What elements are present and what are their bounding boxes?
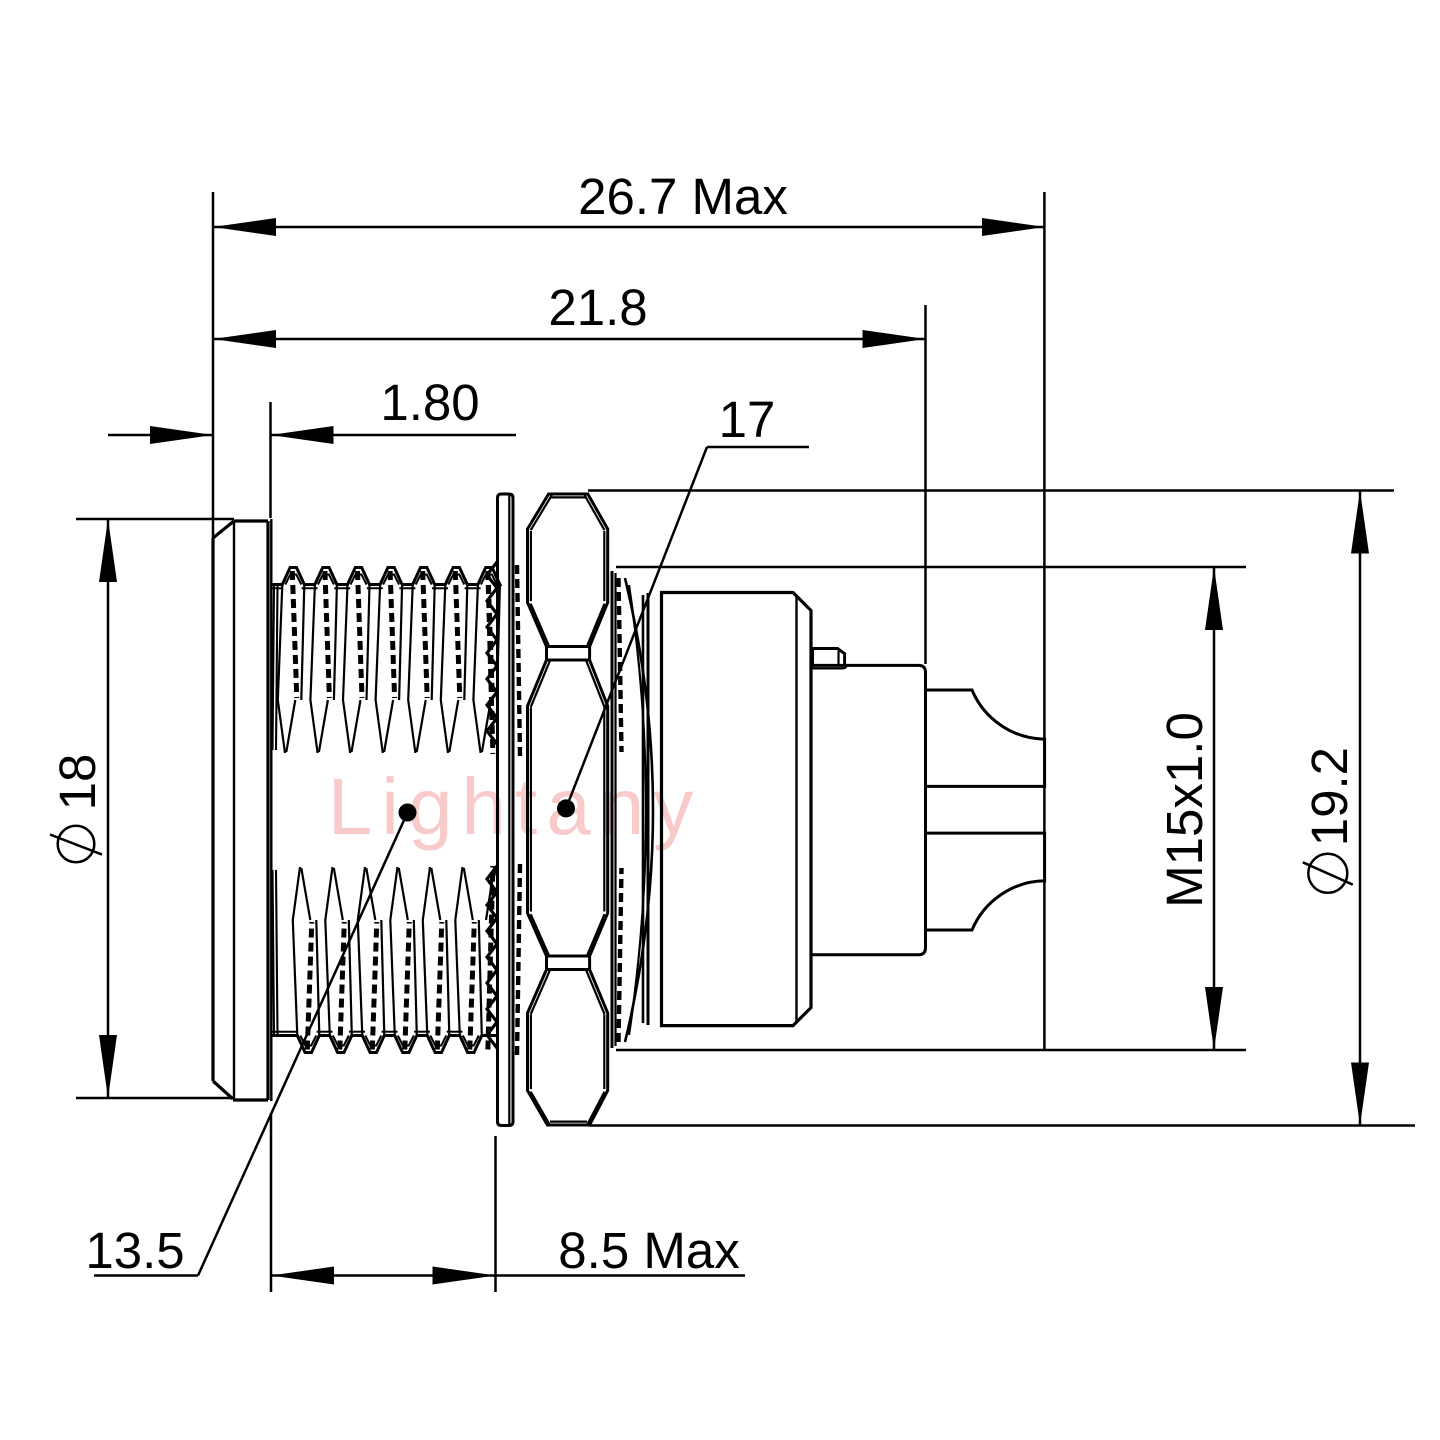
svg-text:Lightany: Lightany bbox=[328, 762, 702, 851]
svg-text:1.80: 1.80 bbox=[380, 374, 479, 431]
svg-text:18: 18 bbox=[49, 754, 106, 811]
svg-text:26.7 Max: 26.7 Max bbox=[578, 168, 788, 225]
svg-text:17: 17 bbox=[719, 391, 776, 448]
svg-text:21.8: 21.8 bbox=[548, 279, 647, 336]
svg-text:8.5 Max: 8.5 Max bbox=[558, 1222, 739, 1279]
svg-text:13.5: 13.5 bbox=[85, 1222, 184, 1279]
svg-text:19.2: 19.2 bbox=[1301, 747, 1358, 846]
svg-text:M15x1.0: M15x1.0 bbox=[1156, 712, 1213, 908]
